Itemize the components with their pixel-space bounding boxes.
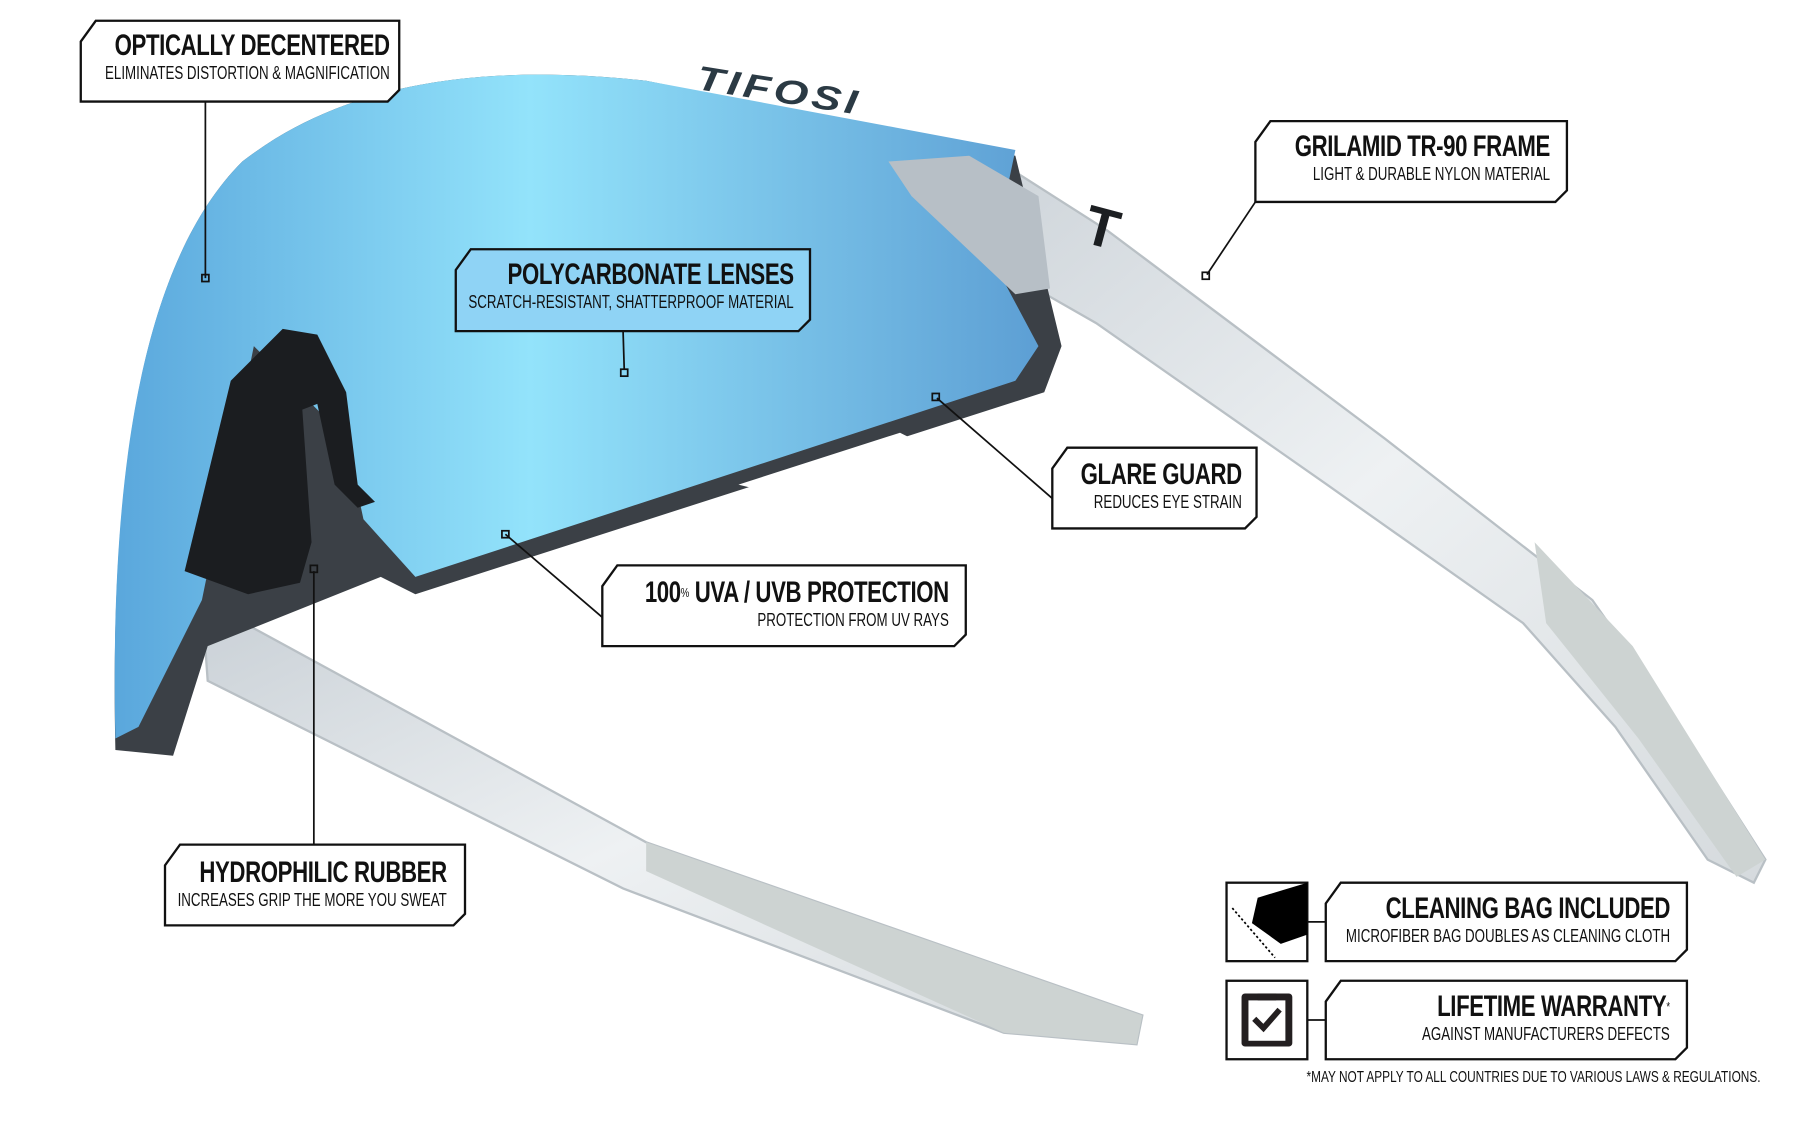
- callout-subtitle: SCRATCH-RESISTANT, SHATTERPROOF MATERIAL: [468, 292, 794, 312]
- disclaimer-text: *MAY NOT APPLY TO ALL COUNTRIES DUE TO V…: [1306, 1069, 1761, 1086]
- callout-cleaning-bag: CLEANING BAG INCLUDED MICROFIBER BAG DOU…: [1232, 892, 1671, 947]
- callout-subtitle: INCREASES GRIP THE MORE YOU SWEAT: [177, 890, 447, 910]
- callout-title: HYDROPHILIC RUBBER: [199, 856, 448, 889]
- lens: [114, 74, 1039, 739]
- callout-uv-protection: 100% UVA / UVB PROTECTION PROTECTION FRO…: [538, 577, 949, 631]
- callout-title: GLARE GUARD: [1080, 458, 1243, 491]
- callout-title: LIFETIME WARRANTY*: [1437, 990, 1670, 1023]
- clipboard-check-icon: [1241, 993, 1293, 1047]
- callout-subtitle: LIGHT & DURABLE NYLON MATERIAL: [1312, 164, 1550, 184]
- callout-subtitle: MICROFIBER BAG DOUBLES AS CLEANING CLOTH: [1345, 926, 1670, 946]
- callout-title: POLYCARBONATE LENSES: [507, 258, 795, 291]
- callout-grilamid-frame: GRILAMID TR-90 FRAME LIGHT & DURABLE NYL…: [1205, 130, 1551, 185]
- callout-optically-decentered: OPTICALLY DECENTERED ELIMINATES DISTORTI…: [5, 30, 390, 84]
- callout-hydrophilic-rubber: HYDROPHILIC RUBBER INCREASES GRIP THE MO…: [83, 856, 448, 911]
- callout-subtitle: REDUCES EYE STRAIN: [1093, 492, 1242, 512]
- callout-glare-guard: GLARE GUARD REDUCES EYE STRAIN: [1024, 458, 1243, 513]
- callout-title: 100% UVA / UVB PROTECTION: [644, 576, 949, 609]
- callout-subtitle: AGAINST MANUFACTURERS DEFECTS: [1422, 1024, 1670, 1044]
- leader-lines: [201, 101, 1326, 1021]
- callout-title: CLEANING BAG INCLUDED: [1385, 892, 1670, 925]
- nose-pad: [184, 328, 375, 595]
- callout-title: OPTICALLY DECENTERED: [114, 29, 391, 62]
- callout-subtitle: PROTECTION FROM UV RAYS: [757, 610, 949, 630]
- callout-polycarbonate-lenses: POLYCARBONATE LENSES SCRATCH-RESISTANT, …: [354, 258, 795, 313]
- callout-lifetime-warranty: LIFETIME WARRANTY* AGAINST MANUFACTURERS…: [1335, 991, 1670, 1045]
- callout-title: GRILAMID TR-90 FRAME: [1294, 130, 1551, 163]
- callout-boxes: [79, 19, 1689, 1061]
- callout-subtitle: ELIMINATES DISTORTION & MAGNIFICATION: [105, 63, 390, 83]
- cleaning-bag-icon: [1231, 882, 1308, 959]
